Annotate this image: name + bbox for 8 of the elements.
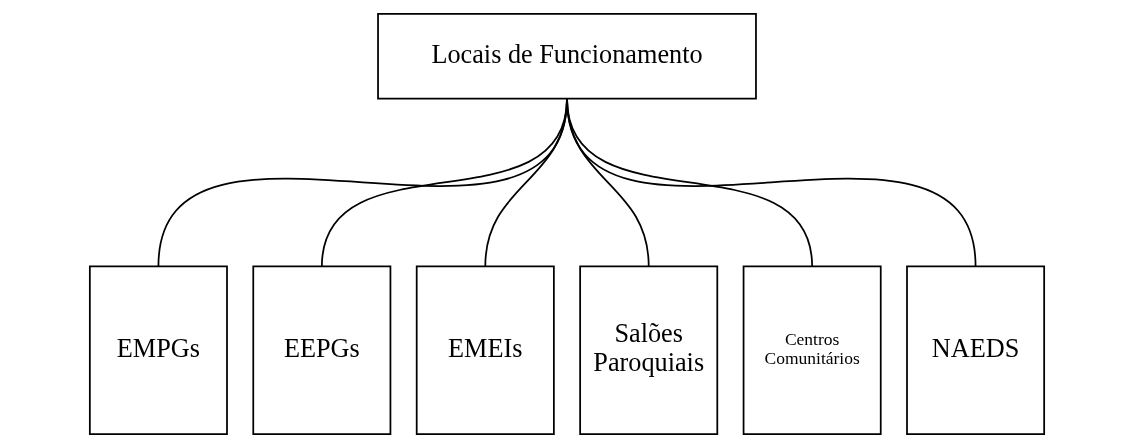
node-box: Locais de Funcionamento <box>377 13 757 100</box>
node-box: NAEDS <box>906 265 1046 435</box>
node-box: EEPGs <box>252 265 392 435</box>
node-box: Salões Paroquiais <box>579 265 719 435</box>
node-box: EMEIs <box>415 265 555 435</box>
node-box: EMPGs <box>88 265 228 435</box>
node-box: Centros Comunitários <box>742 265 882 435</box>
connector <box>566 97 977 268</box>
